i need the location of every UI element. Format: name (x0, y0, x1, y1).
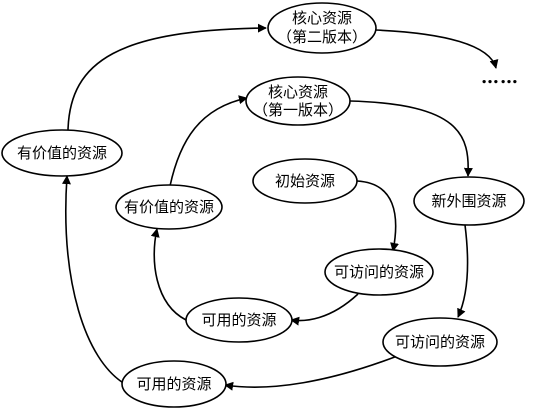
node-usable-inner: 可用的资源 (185, 297, 293, 343)
edge-usable-inner-to-valuable-inner (150, 228, 187, 321)
edge-usable-outer-to-valuable-outer (61, 175, 126, 385)
edge-accessible-inner-to-usable-inner (290, 293, 359, 326)
edge-accessible-outer-to-usable-outer (224, 354, 401, 391)
edge-valuable-outer-to-core-v2 (67, 23, 267, 131)
node-accessible-outer-label: 可访问的资源 (395, 333, 485, 351)
node-usable-outer: 可用的资源 (121, 360, 227, 408)
node-accessible-outer: 可访问的资源 (382, 317, 498, 367)
edge-core-v1-to-new-peripheral (349, 100, 473, 177)
node-valuable-inner-label: 有价值的资源 (124, 198, 214, 216)
node-core-v2-line1: 核心资源 (292, 9, 352, 27)
node-valuable-outer-label: 有价值的资源 (17, 144, 107, 162)
edge-valuable-inner-to-core-v1 (169, 95, 248, 187)
node-core-v1: 核心资源 （第一版本） (245, 76, 351, 126)
node-usable-outer-label: 可用的资源 (136, 375, 211, 393)
node-new-peripheral: 新外围资源 (413, 176, 525, 226)
node-new-peripheral-label: 新外围资源 (431, 192, 506, 210)
edges (61, 23, 499, 391)
node-core-v1-line1: 核心资源 (268, 83, 328, 101)
node-usable-inner-label: 可用的资源 (201, 311, 276, 329)
node-core-v2: 核心资源 （第二版本） (267, 2, 377, 54)
node-core-v1-line2: （第一版本） (253, 101, 343, 119)
node-accessible-inner: 可访问的资源 (324, 248, 434, 296)
node-valuable-inner: 有价值的资源 (115, 184, 223, 230)
continuation-ellipsis: …… (481, 67, 519, 88)
edge-new-peripheral-to-accessible-outer (457, 224, 469, 318)
node-initial: 初始资源 (252, 158, 358, 204)
edge-core-v2-to-continuation (374, 29, 499, 69)
edge-initial-to-accessible-inner (356, 180, 399, 252)
node-accessible-inner-label: 可访问的资源 (334, 263, 424, 281)
node-initial-label: 初始资源 (275, 172, 335, 190)
node-core-v2-line2: （第二版本） (277, 28, 367, 46)
node-valuable-outer: 有价值的资源 (1, 129, 123, 177)
